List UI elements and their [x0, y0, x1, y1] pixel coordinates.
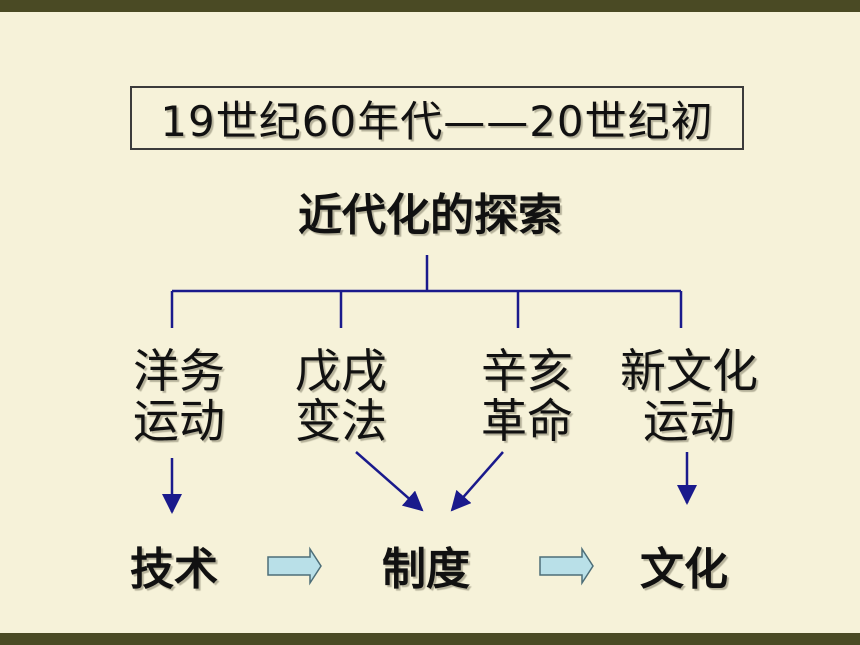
node-yangwu: 洋务 运动	[94, 346, 264, 446]
node-xinwenhua-line2: 运动	[643, 394, 735, 448]
block-arrow-2	[539, 546, 594, 586]
root-node-label: 近代化的探索	[298, 190, 562, 241]
node-wuxu: 戊戌 变法	[256, 346, 426, 446]
top-border-bar	[0, 0, 860, 12]
period-title-box: 19世纪60年代——20世纪初	[130, 86, 744, 150]
block-arrow-1	[267, 546, 322, 586]
period-title: 19世纪60年代——20世纪初	[160, 96, 714, 146]
result-wenhua: 文化	[640, 544, 728, 595]
node-yangwu-line2: 运动	[133, 394, 225, 448]
node-xinhai-line2: 革命	[481, 394, 573, 448]
node-xinwenhua-line1: 新文化	[620, 344, 758, 398]
result-zhidu: 制度	[382, 544, 470, 595]
arrow-xinhai-to-zhidu	[450, 451, 504, 512]
node-wuxu-line1: 戊戌	[295, 344, 387, 398]
node-xinhai: 辛亥 革命	[442, 346, 612, 446]
arrow-wuxu-to-zhidu	[355, 451, 424, 512]
node-yangwu-line1: 洋务	[133, 344, 225, 398]
result-jishu: 技术	[130, 544, 218, 595]
node-xinhai-line1: 辛亥	[481, 344, 573, 398]
node-xinwenhua: 新文化 运动	[604, 346, 774, 446]
bottom-border-bar	[0, 633, 860, 645]
node-wuxu-line2: 变法	[295, 394, 387, 448]
